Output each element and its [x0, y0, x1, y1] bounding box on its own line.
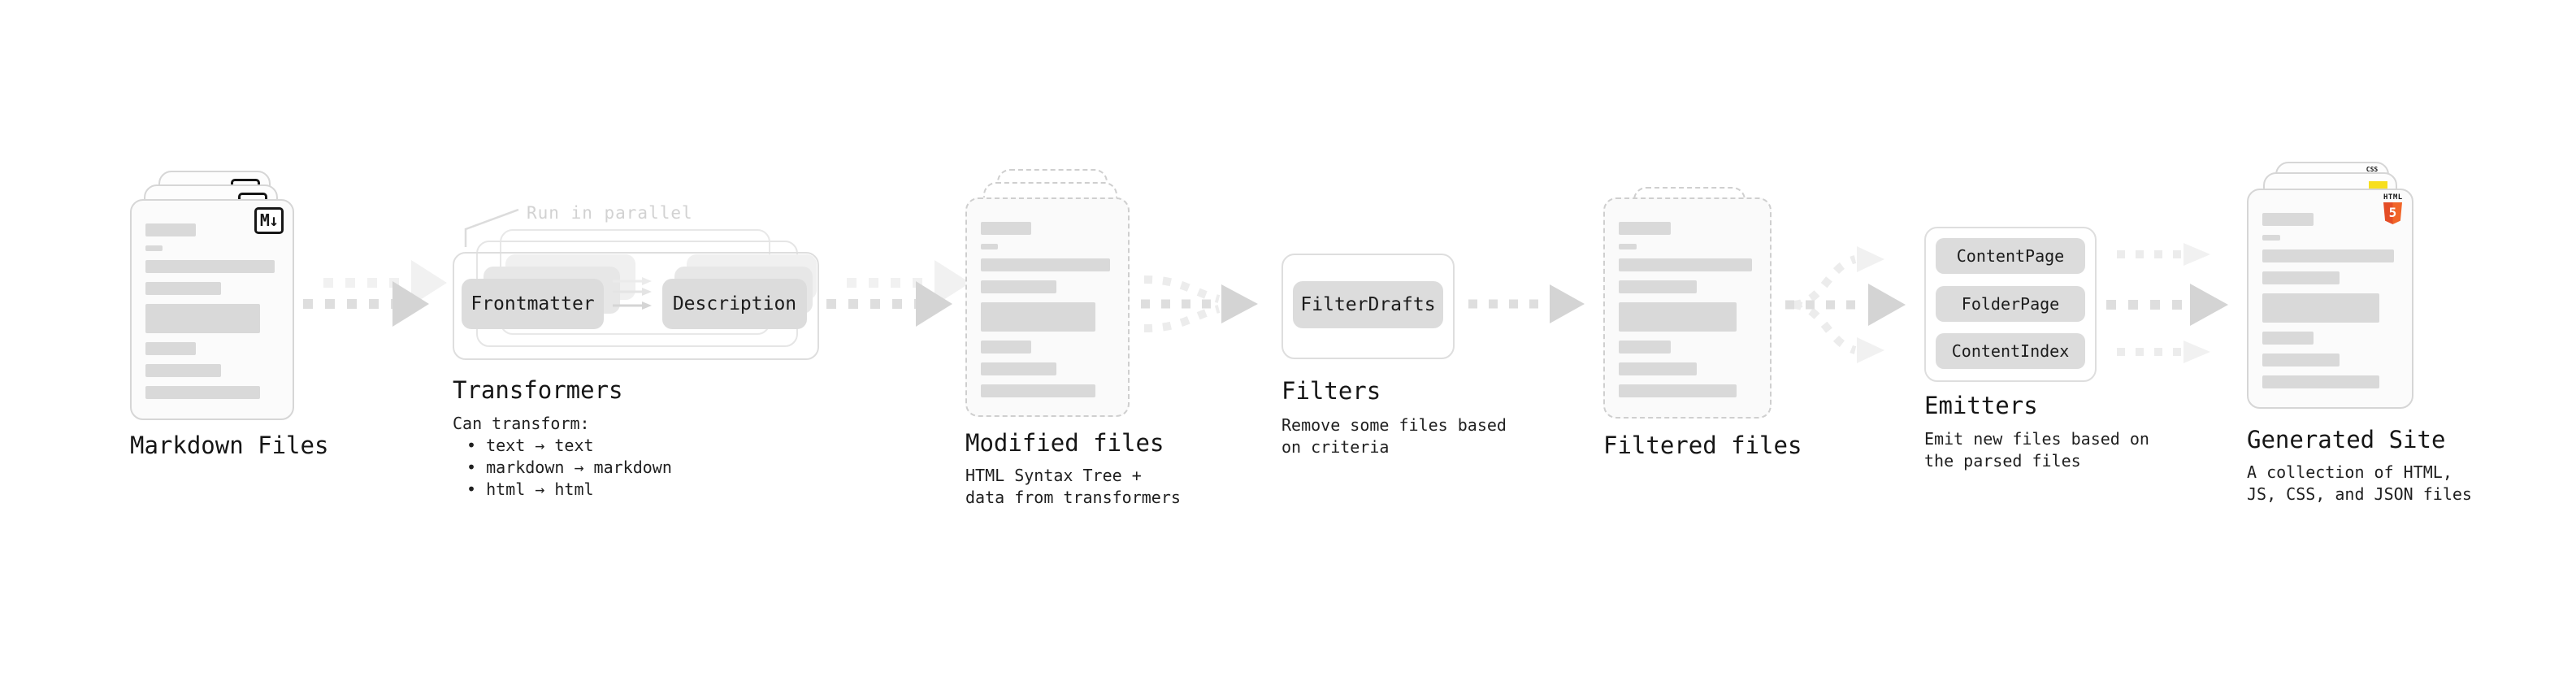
description-pill: Description — [662, 279, 807, 329]
skeleton-bar — [145, 223, 197, 236]
emitter-pill-contentpage: ContentPage — [1936, 238, 2085, 274]
transformers-desc-heading: Can transform: — [453, 414, 590, 433]
filters-desc: Remove some files based on criteria — [1281, 415, 1507, 457]
skeleton-bar — [1619, 280, 1698, 293]
file-content-skeleton — [981, 222, 1114, 397]
skeleton-bar — [2262, 332, 2314, 345]
skeleton-bar — [2262, 293, 2379, 323]
emitters-box — [1924, 227, 2097, 382]
skeleton-bar — [1619, 222, 1672, 235]
skeleton-bar — [1619, 340, 1672, 354]
generated-site-label: Generated Site — [2247, 426, 2446, 453]
modified-files-desc: HTML Syntax Tree + data from transformer… — [965, 466, 1181, 507]
filtered-file-card-front — [1603, 197, 1772, 419]
file-content-skeleton — [2262, 213, 2398, 388]
html5-icon: HTML 5 — [2383, 194, 2402, 224]
emitters-title: Emitters — [1924, 392, 2038, 419]
css-badge-text: CSS — [2366, 166, 2379, 173]
markdown-files-label: Markdown Files — [130, 432, 329, 459]
skeleton-bar — [981, 340, 1032, 354]
skeleton-bar — [2262, 249, 2394, 262]
skeleton-bar — [981, 280, 1057, 293]
skeleton-bar — [1619, 384, 1737, 397]
flow-arrow-modified-to-filters — [1141, 275, 1258, 332]
skeleton-bar — [981, 258, 1111, 271]
skeleton-bar — [981, 222, 1032, 235]
transformer-box-front — [453, 252, 819, 360]
bullet-item: markdown → markdown — [455, 457, 672, 479]
run-in-parallel-annotation: Run in parallel — [527, 203, 693, 223]
html5-badge-text: HTML — [2383, 193, 2403, 202]
filters-box — [1281, 254, 1455, 359]
skeleton-bar — [2262, 213, 2314, 226]
flow-arrow-transformers-to-modified — [826, 260, 970, 327]
skeleton-bar — [145, 245, 163, 251]
skeleton-bar — [145, 342, 197, 355]
bullet-item: text → text — [455, 435, 672, 457]
markdown-icon: M↓ — [254, 207, 284, 234]
skeleton-bar — [2262, 271, 2340, 284]
skeleton-bar — [145, 282, 222, 295]
emitter-pill-folderpage: FolderPage — [1936, 286, 2085, 322]
skeleton-bar — [145, 386, 261, 399]
flow-arrow-filters-to-filtered — [1468, 284, 1585, 323]
flow-arrow-filtered-to-emitters — [1785, 246, 1906, 363]
skeleton-bar — [981, 384, 1096, 397]
generated-html-file-card: HTML 5 — [2247, 189, 2413, 409]
file-content-skeleton — [145, 223, 279, 399]
filtered-files-label: Filtered files — [1603, 432, 1802, 459]
bullet-item: html → html — [455, 479, 672, 501]
flow-arrow-markdown-to-transformers — [303, 260, 447, 327]
skeleton-bar — [145, 260, 275, 273]
filterdrafts-pill: FilterDrafts — [1293, 281, 1443, 328]
transformers-title: Transformers — [453, 376, 623, 404]
file-content-skeleton — [1619, 222, 1756, 397]
skeleton-bar — [145, 304, 261, 333]
pill-arrow-icons — [613, 277, 652, 310]
modified-file-card-front — [965, 197, 1130, 417]
frontmatter-pill: Frontmatter — [462, 279, 604, 329]
skeleton-bar — [981, 302, 1096, 332]
skeleton-bar — [1619, 258, 1752, 271]
modified-files-label: Modified files — [965, 429, 1164, 457]
skeleton-bar — [1619, 244, 1637, 249]
skeleton-bar — [145, 364, 222, 377]
js-icon — [2369, 181, 2387, 189]
html5-shield: 5 — [2383, 202, 2402, 224]
flow-arrow-emitters-to-generated — [2106, 243, 2228, 363]
skeleton-bar — [1619, 302, 1737, 332]
skeleton-bar — [981, 362, 1057, 375]
skeleton-bar — [2262, 235, 2280, 241]
html5-badge-number: 5 — [2388, 204, 2397, 220]
skeleton-bar — [1619, 362, 1698, 375]
emitter-pill-contentindex: ContentIndex — [1936, 333, 2085, 369]
markdown-file-card-front: M↓ — [130, 199, 294, 420]
skeleton-bar — [2262, 375, 2379, 388]
generated-site-desc: A collection of HTML, JS, CSS, and JSON … — [2247, 462, 2472, 504]
skeleton-bar — [2262, 354, 2340, 367]
skeleton-bar — [981, 244, 999, 249]
transformers-bullet-list: text → text markdown → markdown html → h… — [455, 435, 672, 501]
emitters-desc: Emit new files based on the parsed files — [1924, 429, 2149, 471]
filters-title: Filters — [1281, 377, 1381, 405]
annotation-connector-line — [464, 208, 519, 247]
